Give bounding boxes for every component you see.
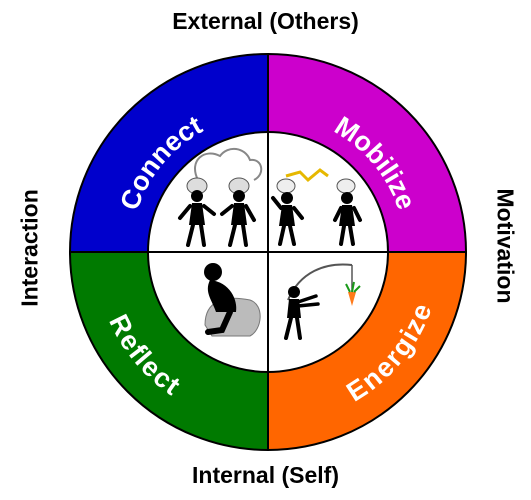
two-figures-lightning-icon — [271, 168, 362, 246]
thinker-figure-icon — [204, 263, 261, 337]
axis-label-top: External (Others) — [172, 8, 359, 34]
two-figures-thought-bubble-icon — [178, 148, 263, 247]
axis-label-bottom: Internal (Self) — [192, 462, 339, 488]
figure-chasing-carrot-icon — [284, 263, 361, 340]
